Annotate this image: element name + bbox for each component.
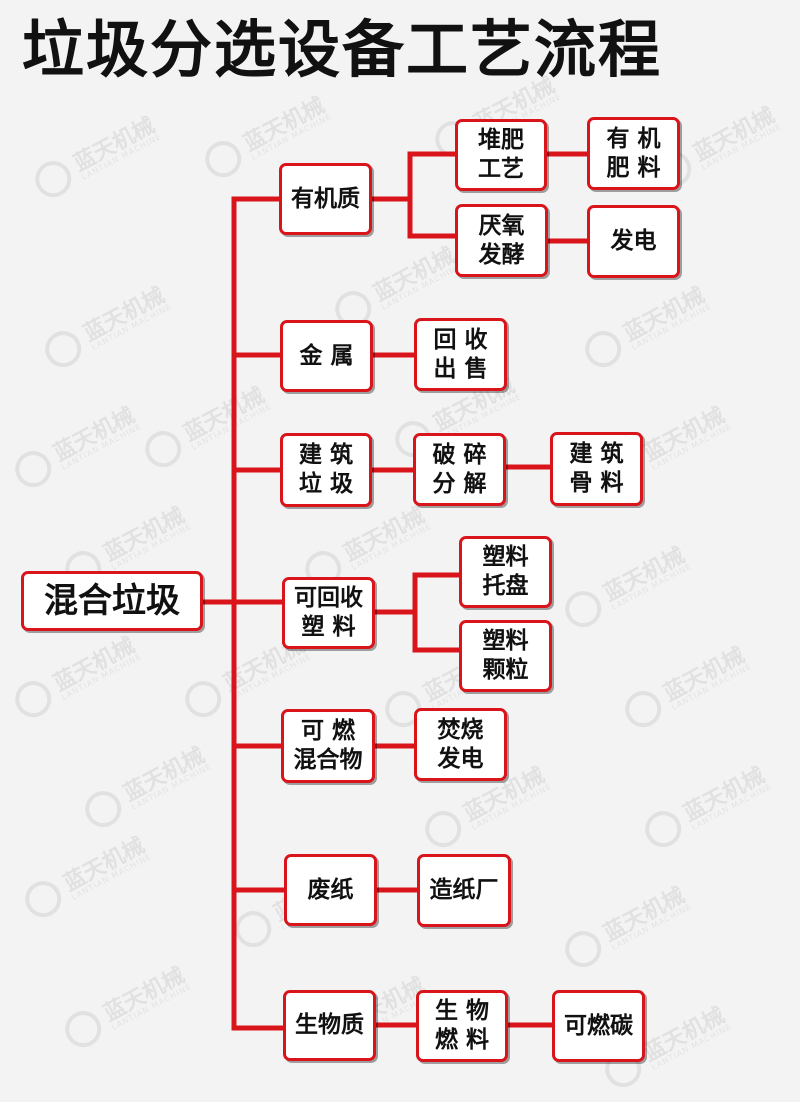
category-organic: 有机质: [279, 163, 372, 235]
product-construction-aggregate: 建 筑 骨 料: [550, 432, 643, 506]
process-plastic-granule: 塑料 颗粒: [459, 620, 552, 692]
process-crush: 破 碎 分 解: [413, 433, 506, 506]
root-node-mixed-waste: 混合垃圾: [21, 571, 203, 631]
product-combustible-charcoal: 可燃碳: [552, 990, 645, 1062]
product-power-generation: 发电: [587, 205, 680, 278]
process-anaerobic-fermentation: 厌氧 发酵: [455, 204, 548, 277]
category-construction-waste: 建 筑 垃 圾: [280, 433, 372, 507]
category-combustible-mixture: 可 燃 混合物: [281, 709, 375, 783]
process-incineration: 焚烧 发电: [414, 708, 507, 781]
product-organic-fertilizer: 有 机 肥 料: [587, 117, 680, 190]
process-paper-mill: 造纸厂: [417, 854, 511, 927]
category-metal: 金 属: [280, 320, 373, 392]
category-recyclable-plastic: 可回收 塑 料: [282, 577, 375, 649]
process-compost: 堆肥 工艺: [455, 119, 547, 191]
page-title: 垃圾分选设备工艺流程: [22, 13, 663, 86]
process-biofuel: 生 物 燃 料: [416, 990, 508, 1062]
process-recycle-sell: 回 收 出 售: [414, 318, 507, 391]
category-biomass: 生物质: [283, 990, 376, 1061]
process-plastic-pallet: 塑料 托盘: [459, 536, 552, 608]
category-waste-paper: 废纸: [284, 854, 377, 926]
